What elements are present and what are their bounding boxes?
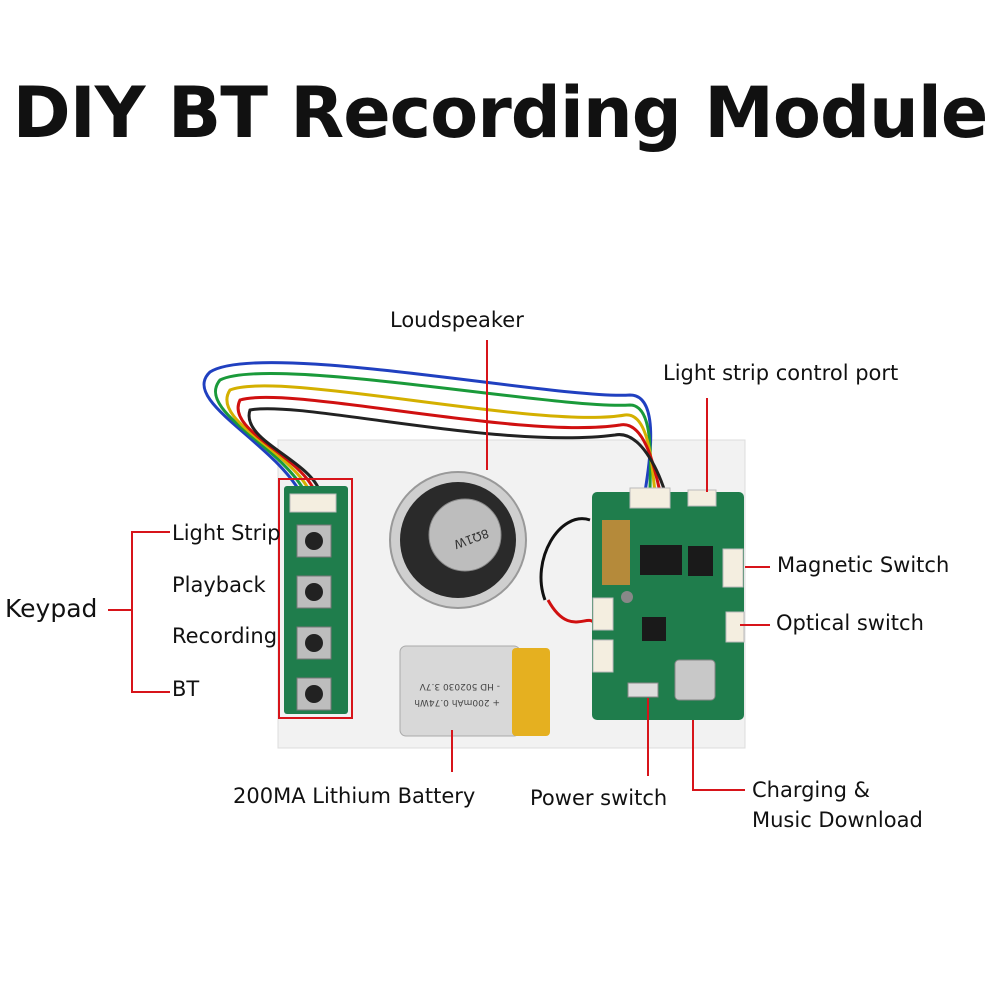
- label-keypad: Keypad: [5, 594, 98, 623]
- cable-bundle: [202, 361, 667, 626]
- keypad-pcb: [284, 486, 348, 714]
- battery-print-1: + 200mAh 0.74Wh: [414, 697, 500, 707]
- keypad-highlight-box: [278, 478, 353, 719]
- battery-print-2: - HD 502030 3.7V: [419, 681, 500, 691]
- label-key-recording: Recording: [172, 624, 278, 648]
- label-key-bt: BT: [172, 677, 200, 701]
- callout-lines: [108, 340, 770, 791]
- label-charging-2: Music Download: [752, 808, 923, 832]
- label-light-strip-port: Light strip control port: [663, 361, 899, 385]
- label-power-switch: Power switch: [530, 786, 668, 810]
- main-pcb: [592, 487, 745, 720]
- label-key-light-strip: Light Strip: [172, 521, 281, 545]
- label-magnetic-switch: Magnetic Switch: [777, 553, 950, 577]
- label-optical-switch: Optical switch: [776, 611, 924, 635]
- loudspeaker-image: [389, 471, 527, 609]
- label-battery: 200MA Lithium Battery: [233, 784, 476, 808]
- label-charging-1: Charging &: [752, 778, 870, 802]
- battery-image: [399, 645, 550, 737]
- page-title: DIY BT Recording Module: [12, 72, 989, 154]
- label-loudspeaker: Loudspeaker: [390, 308, 524, 332]
- label-key-playback: Playback: [172, 573, 266, 597]
